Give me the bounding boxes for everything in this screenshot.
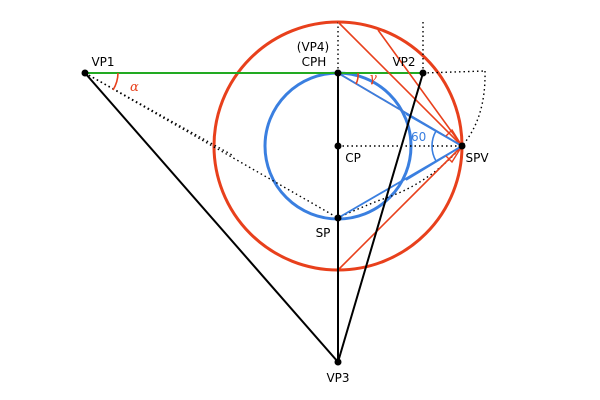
cp-point (334, 142, 342, 150)
rotation-arc-dotted (337, 70, 486, 219)
alpha-angle-arc (112, 72, 119, 91)
spv-square-marker-upper (445, 128, 463, 147)
vp2-label: VP2 (392, 55, 415, 69)
spv-label: SPV (465, 151, 489, 165)
gamma-label: γ (369, 71, 377, 86)
vp1-label: VP1 (91, 55, 114, 69)
alpha-label: α (130, 80, 139, 95)
vp1-vp3-line (84, 72, 339, 363)
cph-point (334, 69, 342, 77)
blue-line-spv-upper (405, 113, 463, 147)
vp2-vp3-line (337, 72, 424, 363)
red-line-bottom (337, 145, 463, 271)
vp1-sp-dotted (84, 72, 339, 219)
blue-line-spv-lower (405, 145, 463, 181)
gamma-angle-arc (355, 72, 359, 85)
vp3-point (334, 358, 342, 366)
sp-point (334, 214, 342, 222)
vp2-point (419, 69, 427, 77)
sixty-angle-arc (431, 130, 437, 162)
sixty-label: 60 (411, 130, 426, 144)
vp1-alpha-dotted (84, 72, 233, 156)
red-line-upper-right (377, 29, 463, 147)
horizon-extension-dotted (422, 70, 486, 74)
sp-label: SP (316, 226, 331, 240)
cp-label: CP (345, 151, 361, 165)
spv-square-marker-lower (445, 145, 463, 164)
vp4-label: (VP4) (297, 40, 329, 54)
red-line-top-left (337, 21, 463, 147)
cph-label: CPH (302, 55, 327, 69)
spv-point (458, 142, 466, 150)
vp1-point (81, 69, 89, 77)
vp3-label: VP3 (326, 371, 349, 385)
